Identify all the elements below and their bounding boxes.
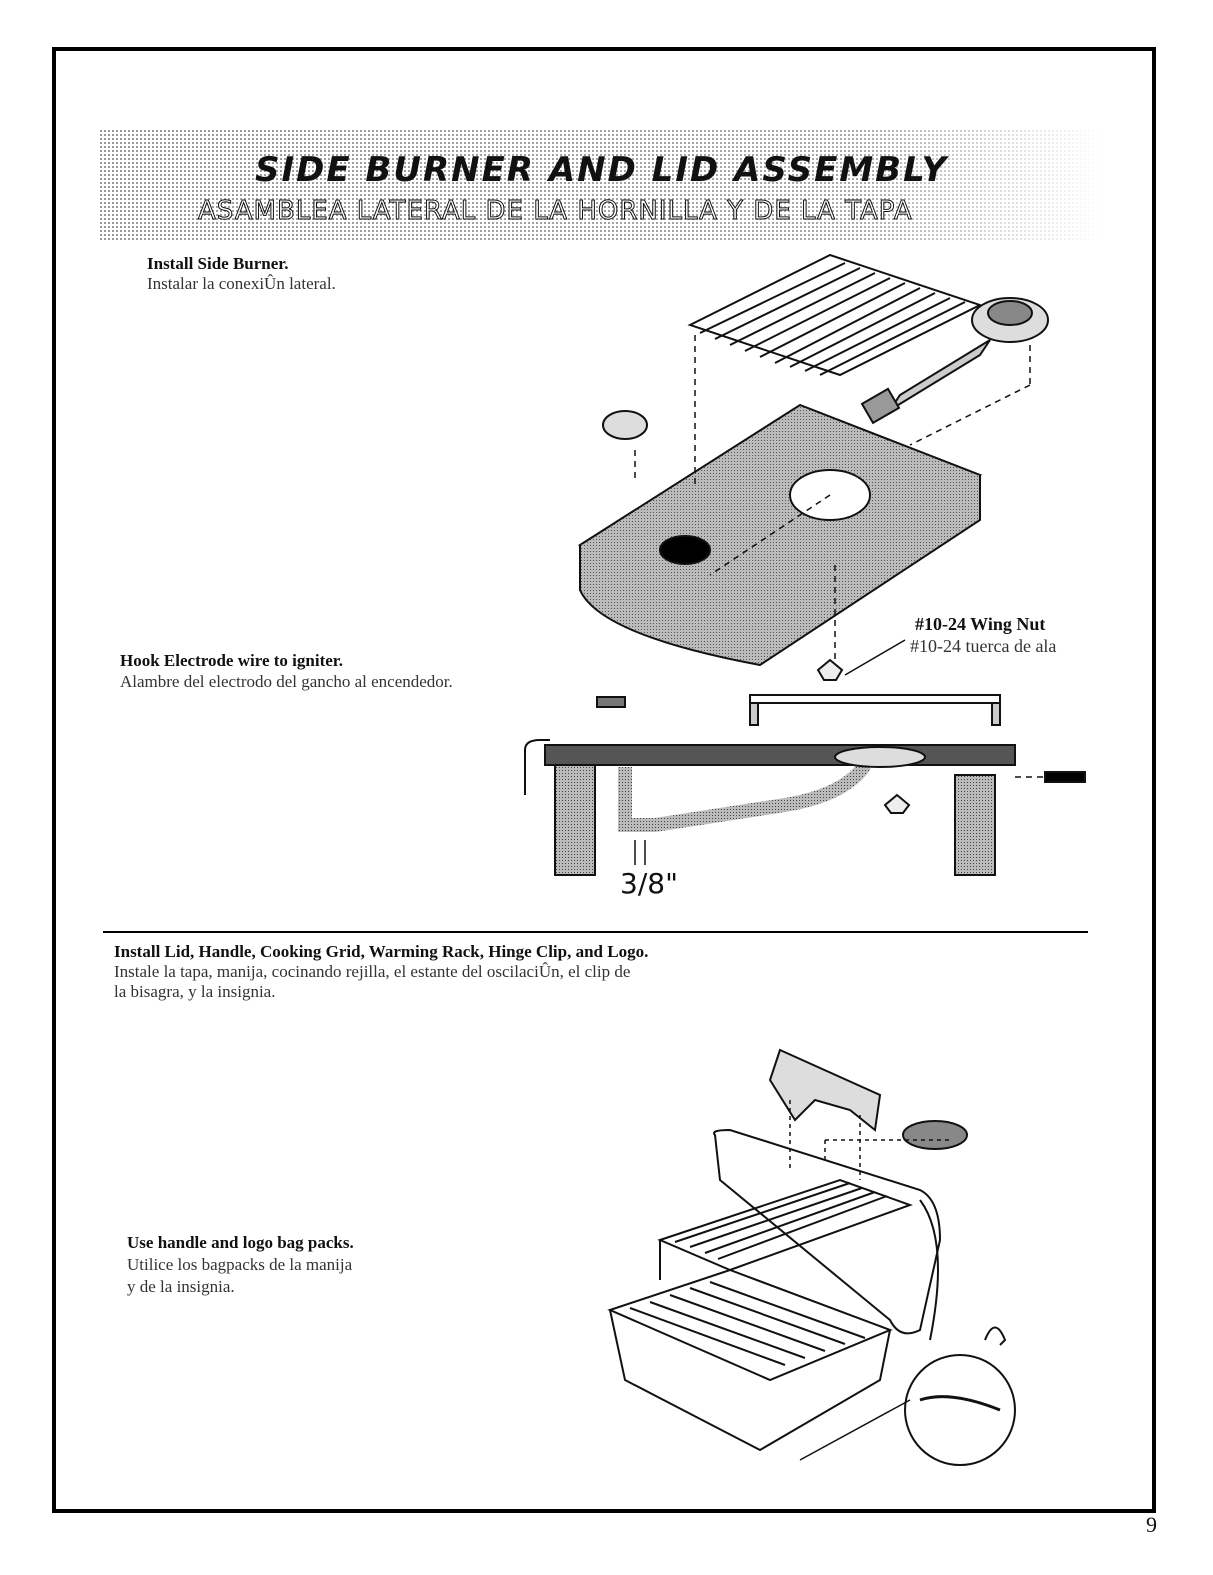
hinge-clip-detail xyxy=(904,1354,1016,1466)
bag-pack-text-line1: Utilice los bagpacks de la manija xyxy=(127,1255,353,1274)
section2-text-line2: la bisagra, y la insignia. xyxy=(114,982,276,1001)
cooking-grate xyxy=(687,253,983,377)
section-divider xyxy=(103,931,1088,933)
bag-pack-heading: Use handle and logo bag packs. xyxy=(127,1233,354,1252)
header-banner xyxy=(100,130,1105,242)
burner-tray xyxy=(577,403,983,667)
page-number: 9 xyxy=(1146,1512,1157,1537)
valve-cap xyxy=(602,410,648,440)
step1-heading: Install Side Burner. xyxy=(147,254,289,273)
lid xyxy=(713,1128,942,1335)
handle xyxy=(768,1048,882,1132)
section2-heading: Install Lid, Handle, Cooking Grid, Warmi… xyxy=(114,942,649,961)
page-frame xyxy=(52,47,1156,1513)
warming-rack xyxy=(657,1178,913,1310)
hinge-clip-icon xyxy=(984,1326,1007,1346)
step1-text: Instalar la conexiÛn lateral. xyxy=(147,274,336,293)
burner-cross-section xyxy=(524,694,1086,876)
gap-label: 3/8" xyxy=(620,867,678,900)
step2-heading: Hook Electrode wire to igniter. xyxy=(120,651,344,670)
logo xyxy=(902,1120,968,1150)
wing-nut-icon xyxy=(816,658,844,681)
bag-pack-text-line2: y de la insignia. xyxy=(127,1277,235,1296)
lid-assembly-diagram xyxy=(607,1048,1016,1466)
page-title: SIDE BURNER AND LID ASSEMBLY xyxy=(255,150,949,190)
page-subtitle: ASAMBLEA LATERAL DE LA HORNILLA Y DE LA … xyxy=(198,196,913,227)
section2-text-line1: Instale la tapa, manija, cocinando rejil… xyxy=(114,962,631,981)
cooking-grid xyxy=(607,1268,893,1452)
wingnut-label: #10-24 Wing Nut xyxy=(915,614,1046,634)
wingnut-label-es: #10-24 tuerca de ala xyxy=(910,636,1057,656)
burner-unit xyxy=(860,297,1049,425)
step2-text: Alambre del electrodo del gancho al ence… xyxy=(120,672,453,691)
side-burner-diagram xyxy=(577,253,1049,681)
